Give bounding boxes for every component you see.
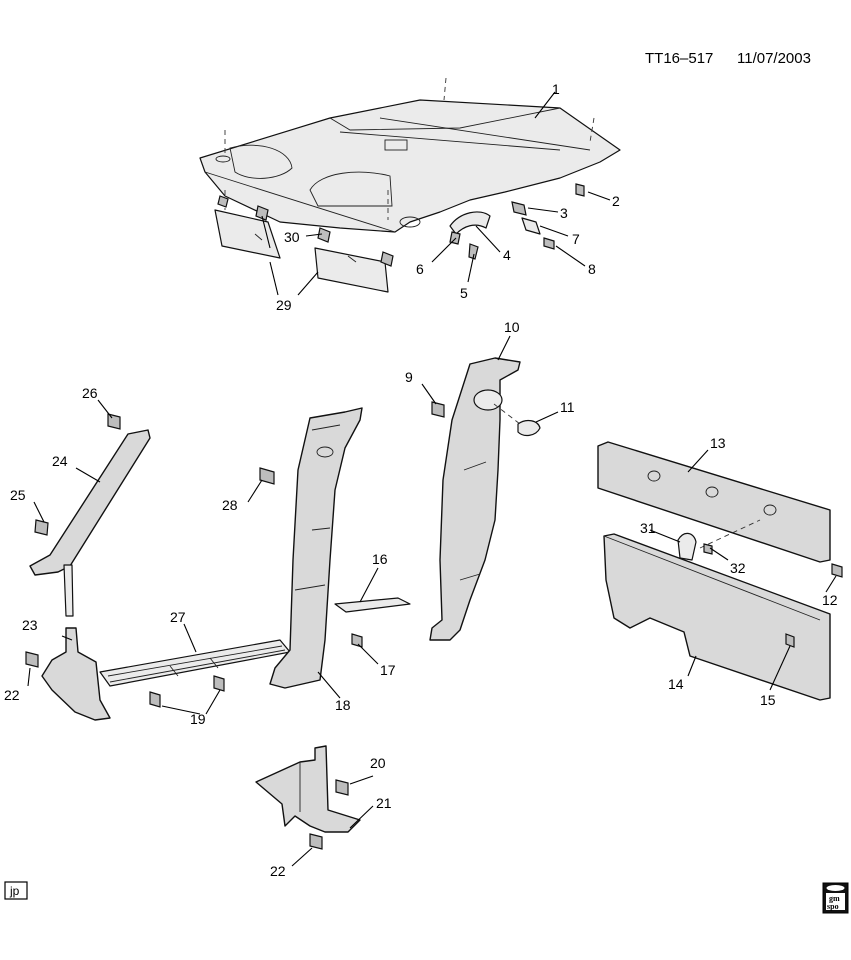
- leader-lines: [27, 91, 837, 867]
- kick-panel-left: [25, 627, 111, 721]
- callout-31: 31: [640, 520, 656, 536]
- drawing-id: TT16–517: [645, 50, 713, 67]
- callout-28: 28: [222, 497, 238, 513]
- callout-9: 9: [405, 369, 413, 385]
- c-pillar-trim: [429, 357, 541, 641]
- lower-quarter-trim: [255, 745, 361, 850]
- footer-initials: jp: [9, 884, 20, 898]
- logo-line-2: spo: [827, 902, 839, 911]
- a-pillar-trim: [29, 413, 151, 617]
- step-trim: [334, 597, 411, 648]
- callout-19: 19: [190, 711, 206, 727]
- callout-25: 25: [10, 487, 26, 503]
- callout-11: 11: [560, 399, 575, 415]
- callout-12: 12: [822, 592, 838, 608]
- callout-10: 10: [504, 319, 520, 335]
- callout-18: 18: [335, 697, 351, 713]
- callout-16: 16: [372, 551, 388, 567]
- callout-3: 3: [560, 205, 568, 221]
- callout-labels: 1 2 3 4 5 6 7 8 9 10 11 12 13 14 15 16 1…: [4, 81, 838, 879]
- callout-17: 17: [380, 662, 396, 678]
- callout-23: 23: [22, 617, 38, 633]
- callout-21: 21: [376, 795, 392, 811]
- drawing-date: 11/07/2003: [737, 50, 811, 67]
- callout-32: 32: [730, 560, 746, 576]
- callout-22b: 22: [270, 863, 286, 879]
- callout-22a: 22: [4, 687, 20, 703]
- callout-2: 2: [612, 193, 620, 209]
- callout-29: 29: [276, 297, 292, 313]
- callout-6: 6: [416, 261, 424, 277]
- callout-30: 30: [284, 229, 300, 245]
- callout-8: 8: [588, 261, 596, 277]
- callout-1: 1: [552, 81, 560, 97]
- gm-spo-logo: gm spo: [822, 882, 849, 914]
- rear-lower-panel: [603, 532, 831, 701]
- rear-upper-panel: [597, 441, 843, 578]
- logo-line-1: gm: [829, 894, 840, 903]
- sun-visors: [214, 209, 389, 293]
- callout-5: 5: [460, 285, 468, 301]
- b-pillar-trim: [259, 407, 363, 689]
- footer-initials-box: jp: [4, 881, 28, 900]
- callout-14: 14: [668, 676, 684, 692]
- grab-handle-parts: [449, 183, 585, 260]
- callout-27: 27: [170, 609, 186, 625]
- callout-15: 15: [760, 692, 776, 708]
- callout-24: 24: [52, 453, 68, 469]
- callout-4: 4: [503, 247, 511, 263]
- callout-20: 20: [370, 755, 386, 771]
- callout-13: 13: [710, 435, 726, 451]
- callout-7: 7: [572, 231, 580, 247]
- callout-26: 26: [82, 385, 98, 401]
